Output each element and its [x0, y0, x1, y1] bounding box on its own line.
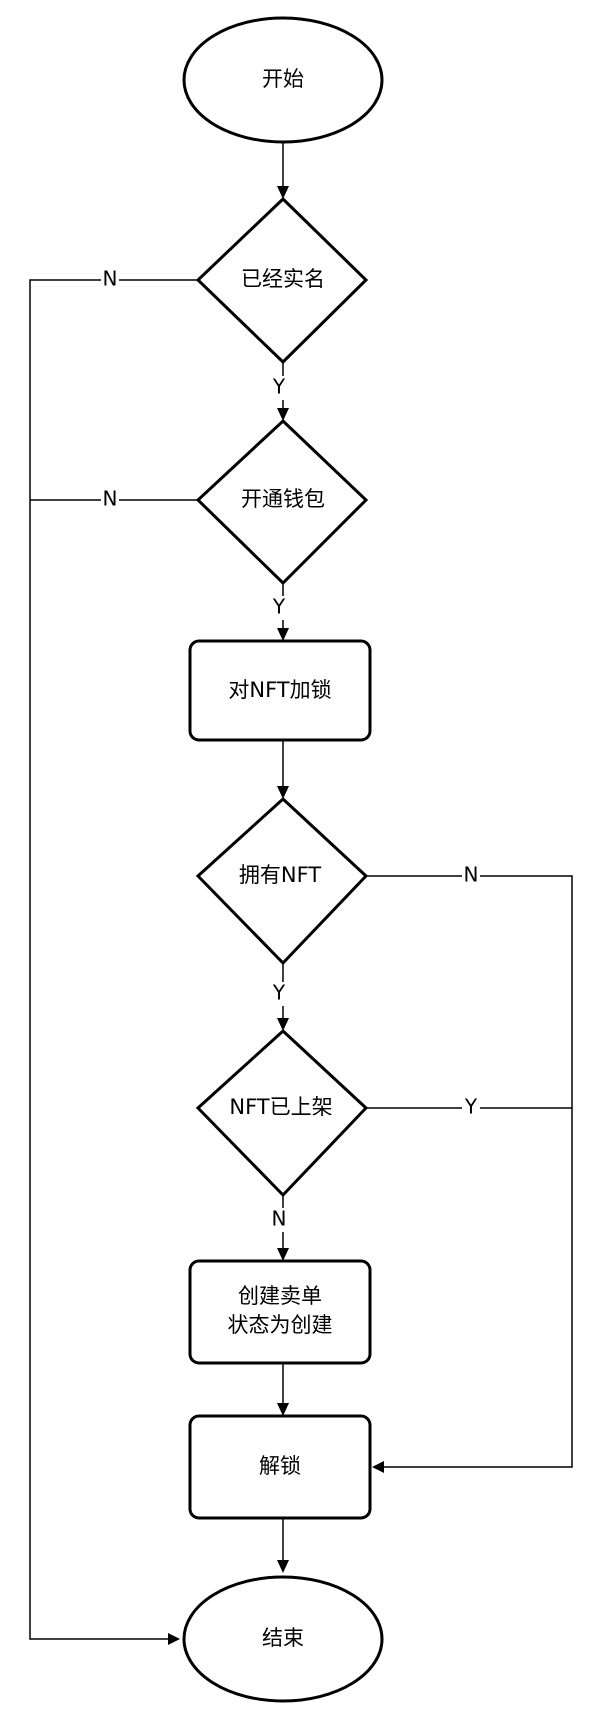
- arrowhead: [277, 628, 289, 641]
- decision-own-nft-label: 拥有NFT: [239, 863, 321, 887]
- process-create-order: 创建卖单 状态为创建: [188, 1259, 372, 1365]
- decision-wallet: 开通钱包: [195, 418, 369, 586]
- end-label: 结束: [262, 1626, 304, 1650]
- arrowhead: [277, 408, 289, 421]
- process-unlock-label: 解锁: [259, 1454, 301, 1478]
- decision-nft-listed: NFT已上架: [195, 1028, 369, 1198]
- edge-label-verified-yes: Y: [272, 375, 286, 399]
- edge-label-bg: [270, 982, 288, 1006]
- process-lock-nft: 对NFT加锁: [188, 639, 372, 742]
- process-create-order-line1: 创建卖单: [238, 1284, 322, 1308]
- decision-own-nft: 拥有NFT: [195, 796, 369, 966]
- arrowhead: [277, 1403, 289, 1416]
- edge-own-no-to-unlock: [366, 875, 573, 1468]
- process-unlock: 解锁: [188, 1414, 372, 1520]
- edge-label-wallet-yes: Y: [272, 595, 286, 619]
- edge-label-listed-no: N: [272, 1207, 287, 1231]
- process-lock-nft-label: 对NFT加锁: [228, 678, 331, 702]
- edge-label-bg: [101, 268, 119, 292]
- arrowhead: [277, 786, 289, 799]
- end-node: 结束: [182, 1575, 384, 1703]
- start-node: 开始: [182, 16, 384, 144]
- edge-label-bg: [462, 1096, 480, 1120]
- edge-label-bg: [270, 596, 288, 620]
- decision-nft-listed-label: NFT已上架: [229, 1095, 332, 1119]
- arrowhead: [277, 1248, 289, 1261]
- edge-label-bg: [462, 864, 480, 888]
- decision-wallet-label: 开通钱包: [241, 487, 325, 511]
- edge-label-listed-yes: Y: [464, 1095, 478, 1119]
- arrowhead: [277, 1560, 289, 1573]
- process-create-order-line2: 状态为创建: [228, 1313, 333, 1337]
- edge-label-bg: [270, 376, 288, 400]
- edge-verified-no-to-end: [29, 279, 198, 1640]
- edge-label-bg: [101, 488, 119, 512]
- arrowhead: [277, 1018, 289, 1031]
- edge-label-verified-no: N: [103, 267, 118, 291]
- edge-label-bg: [270, 1208, 288, 1232]
- arrowhead: [168, 1633, 180, 1645]
- start-label: 开始: [262, 67, 304, 91]
- arrowhead: [277, 186, 289, 199]
- edge-label-own-yes: Y: [272, 981, 286, 1005]
- edge-label-own-no: N: [464, 863, 479, 887]
- decision-verified: 已经实名: [195, 196, 369, 365]
- edge-label-wallet-no: N: [103, 487, 118, 511]
- arrowhead: [372, 1461, 384, 1473]
- decision-verified-label: 已经实名: [241, 267, 325, 291]
